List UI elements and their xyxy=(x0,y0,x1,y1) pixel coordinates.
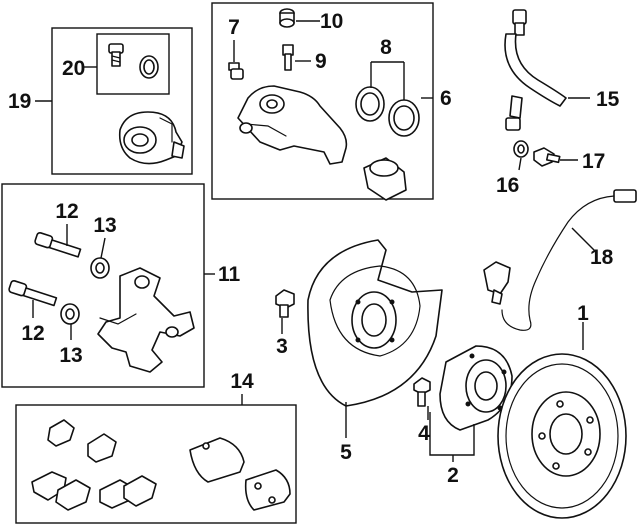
brake-pads-part-14 xyxy=(189,437,291,511)
callout-19: 19 xyxy=(8,90,31,113)
boot-upper-part-13 xyxy=(90,257,110,279)
callout-9: 9 xyxy=(315,50,327,73)
o-ring-part-20 xyxy=(139,55,159,79)
hub-bolt-part-4 xyxy=(413,377,431,407)
cap-part-10 xyxy=(279,8,295,28)
bleeder-screw-part-9 xyxy=(282,44,294,71)
callout-5: 5 xyxy=(340,441,352,464)
caliper-bracket xyxy=(97,267,195,373)
callout-12-lower: 12 xyxy=(21,322,44,345)
piston-seals-part-8 xyxy=(355,86,420,137)
callout-15: 15 xyxy=(596,88,620,111)
bolt-part-20 xyxy=(108,43,124,67)
banjo-bolt-part-17 xyxy=(533,147,561,167)
callout-16: 16 xyxy=(496,174,519,197)
abs-sensor-part-18 xyxy=(483,189,637,331)
box-group-6 xyxy=(211,2,434,200)
parking-brake-actuator-part-19 xyxy=(118,111,185,165)
callout-17: 17 xyxy=(582,150,605,173)
callout-13-upper: 13 xyxy=(93,214,116,237)
callout-6: 6 xyxy=(440,87,452,110)
callout-7: 7 xyxy=(228,16,240,39)
brake-rotor-part-1 xyxy=(497,353,627,519)
bolt-part-3 xyxy=(275,289,295,318)
callout-1: 1 xyxy=(577,302,589,325)
guide-pin-lower-part-12 xyxy=(8,279,58,307)
callout-10: 10 xyxy=(320,10,343,33)
brake-hose-part-15 xyxy=(504,9,567,131)
callout-13-lower: 13 xyxy=(59,344,82,367)
callout-12-upper: 12 xyxy=(55,200,78,223)
bleeder-part-7 xyxy=(228,62,244,80)
callout-4: 4 xyxy=(418,422,430,445)
callout-18: 18 xyxy=(590,246,614,269)
callout-20: 20 xyxy=(62,57,85,80)
box-group-14 xyxy=(15,404,297,524)
callout-11: 11 xyxy=(218,263,241,286)
callout-2: 2 xyxy=(447,464,459,487)
box-group-11 xyxy=(1,183,205,388)
splash-shield-part-5 xyxy=(307,239,443,407)
callout-14: 14 xyxy=(230,370,254,393)
pad-clip-set-part-14 xyxy=(31,419,157,511)
caliper-housing xyxy=(237,85,348,165)
wheel-hub-part-2 xyxy=(439,345,513,431)
guide-pin-upper-part-12 xyxy=(34,231,82,258)
washer-part-16 xyxy=(513,140,529,158)
box-group-20 xyxy=(96,33,170,95)
boot-lower-part-13 xyxy=(60,303,80,325)
piston-part xyxy=(363,157,407,201)
callout-3: 3 xyxy=(276,335,288,358)
leader-lines xyxy=(32,20,597,462)
callout-8: 8 xyxy=(380,36,392,59)
